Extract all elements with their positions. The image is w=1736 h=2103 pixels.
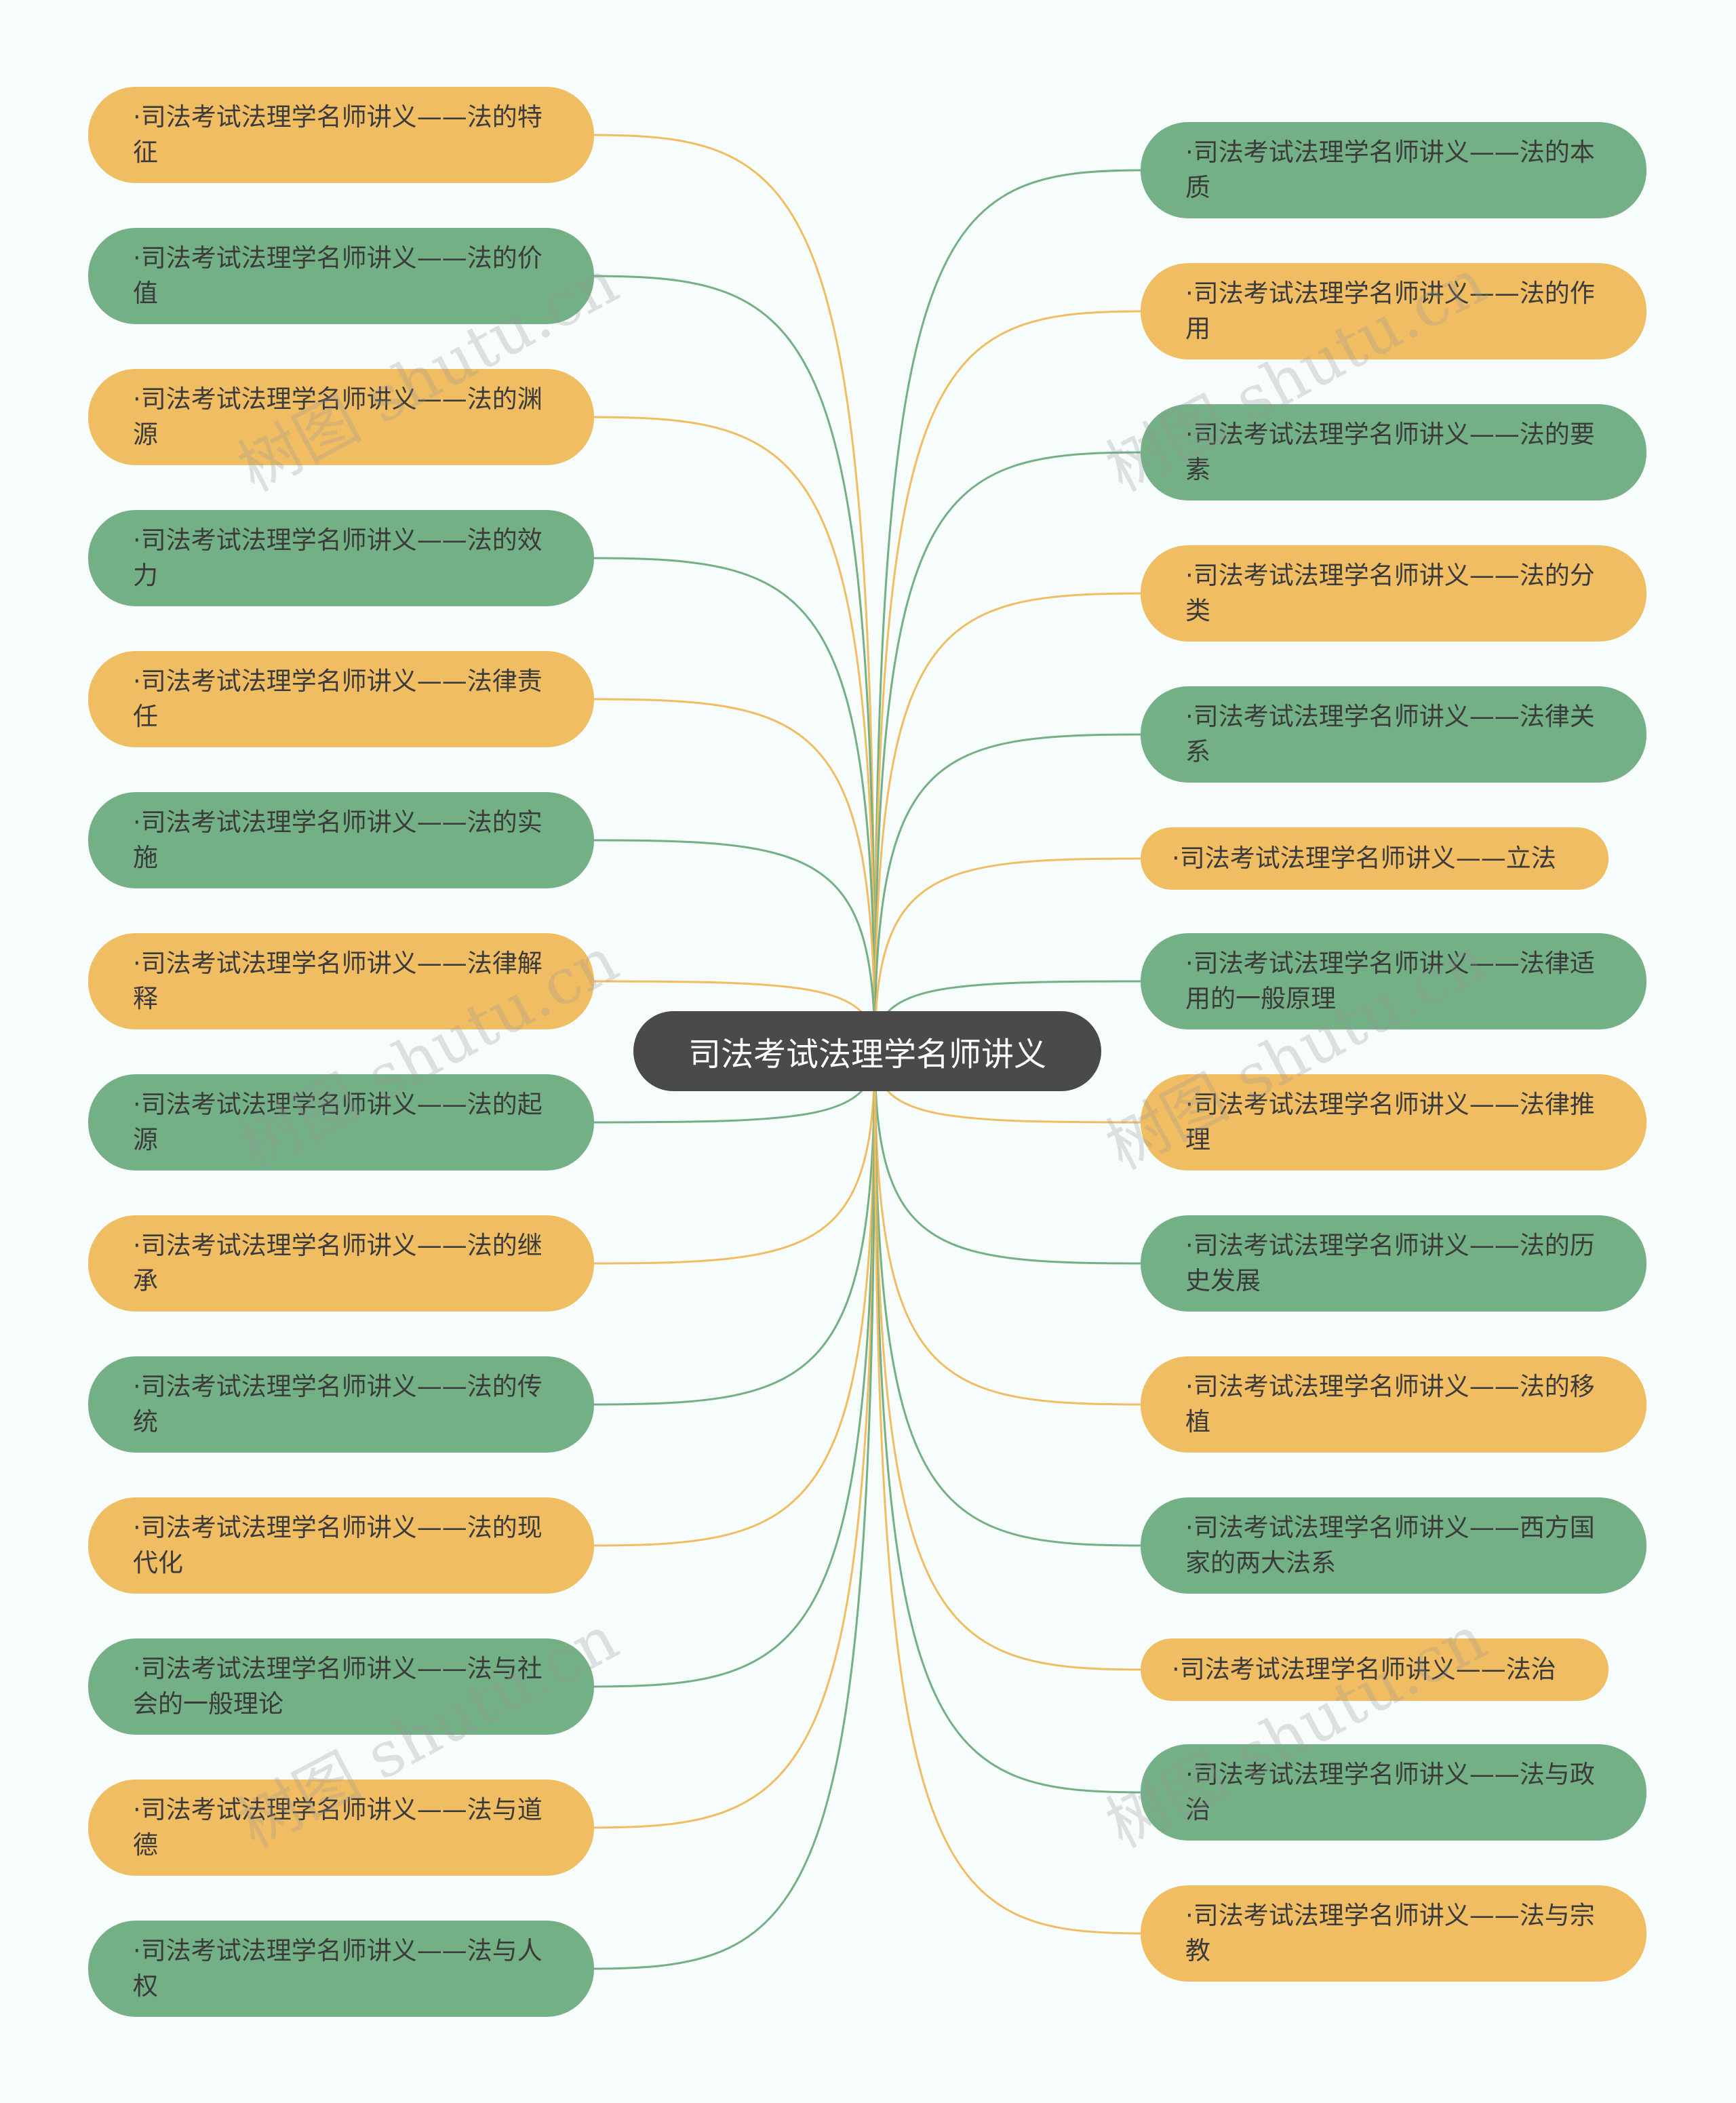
connector-left-13 <box>589 1050 876 1829</box>
connector-right-2 <box>873 310 1145 1052</box>
connector-right-13 <box>873 1050 1145 1794</box>
branch-node-left-3[interactable]: ·司法考试法理学名师讲义——法的渊源 <box>88 369 594 465</box>
branch-node-right-14[interactable]: ·司法考试法理学名师讲义——法与宗教 <box>1141 1885 1646 1982</box>
branch-node-right-7[interactable]: ·司法考试法理学名师讲义——法律适用的一般原理 <box>1141 933 1646 1029</box>
connector-left-9 <box>589 1050 876 1265</box>
connector-right-9 <box>873 1050 1145 1265</box>
root-node[interactable]: 司法考试法理学名师讲义 <box>633 1011 1101 1091</box>
branch-node-left-9[interactable]: ·司法考试法理学名师讲义——法的继承 <box>88 1215 594 1312</box>
branch-node-right-8[interactable]: ·司法考试法理学名师讲义——法律推理 <box>1141 1074 1646 1171</box>
branch-node-left-1[interactable]: ·司法考试法理学名师讲义——法的特征 <box>88 87 594 183</box>
branch-node-left-6[interactable]: ·司法考试法理学名师讲义——法的实施 <box>88 792 594 888</box>
connector-right-11 <box>873 1050 1145 1547</box>
branch-node-right-6[interactable]: ·司法考试法理学名师讲义——立法 <box>1141 827 1609 890</box>
branch-node-right-9[interactable]: ·司法考试法理学名师讲义——法的历史发展 <box>1141 1215 1646 1312</box>
connector-left-2 <box>589 275 876 1052</box>
branch-node-right-3[interactable]: ·司法考试法理学名师讲义——法的要素 <box>1141 404 1646 500</box>
branch-node-right-1[interactable]: ·司法考试法理学名师讲义——法的本质 <box>1141 122 1646 218</box>
branch-node-left-7[interactable]: ·司法考试法理学名师讲义——法律解释 <box>88 933 594 1029</box>
branch-node-right-2[interactable]: ·司法考试法理学名师讲义——法的作用 <box>1141 263 1646 359</box>
branch-node-left-8[interactable]: ·司法考试法理学名师讲义——法的起源 <box>88 1074 594 1171</box>
branch-node-left-2[interactable]: ·司法考试法理学名师讲义——法的价值 <box>88 228 594 324</box>
connector-left-6 <box>589 839 876 1052</box>
connector-left-12 <box>589 1050 876 1688</box>
branch-node-left-14[interactable]: ·司法考试法理学名师讲义——法与人权 <box>88 1921 594 2017</box>
connector-right-3 <box>873 451 1145 1052</box>
connector-right-1 <box>873 169 1145 1052</box>
connector-right-12 <box>873 1050 1145 1671</box>
branch-node-left-13[interactable]: ·司法考试法理学名师讲义——法与道德 <box>88 1780 594 1876</box>
branch-node-left-12[interactable]: ·司法考试法理学名师讲义——法与社会的一般理论 <box>88 1638 594 1735</box>
connector-left-14 <box>589 1050 876 1970</box>
connector-left-5 <box>589 698 876 1052</box>
branch-node-right-5[interactable]: ·司法考试法理学名师讲义——法律关系 <box>1141 686 1646 783</box>
branch-node-right-12[interactable]: ·司法考试法理学名师讲义——法治 <box>1141 1638 1609 1701</box>
connector-left-11 <box>589 1050 876 1547</box>
connector-right-4 <box>873 592 1145 1052</box>
branch-node-right-4[interactable]: ·司法考试法理学名师讲义——法的分类 <box>1141 545 1646 642</box>
connector-left-10 <box>589 1050 876 1406</box>
branch-node-left-10[interactable]: ·司法考试法理学名师讲义——法的传统 <box>88 1356 594 1453</box>
connector-left-4 <box>589 557 876 1052</box>
branch-node-left-5[interactable]: ·司法考试法理学名师讲义——法律责任 <box>88 651 594 747</box>
connector-right-6 <box>873 857 1145 1052</box>
branch-node-right-10[interactable]: ·司法考试法理学名师讲义——法的移植 <box>1141 1356 1646 1453</box>
connector-right-5 <box>873 733 1145 1052</box>
branch-node-right-13[interactable]: ·司法考试法理学名师讲义——法与政治 <box>1141 1744 1646 1841</box>
branch-node-right-11[interactable]: ·司法考试法理学名师讲义——西方国家的两大法系 <box>1141 1497 1646 1594</box>
branch-node-left-11[interactable]: ·司法考试法理学名师讲义——法的现代化 <box>88 1497 594 1594</box>
connector-left-1 <box>589 134 876 1052</box>
connector-right-10 <box>873 1050 1145 1406</box>
branch-node-left-4[interactable]: ·司法考试法理学名师讲义——法的效力 <box>88 510 594 606</box>
connector-left-3 <box>589 416 876 1052</box>
connector-right-14 <box>873 1050 1145 1935</box>
